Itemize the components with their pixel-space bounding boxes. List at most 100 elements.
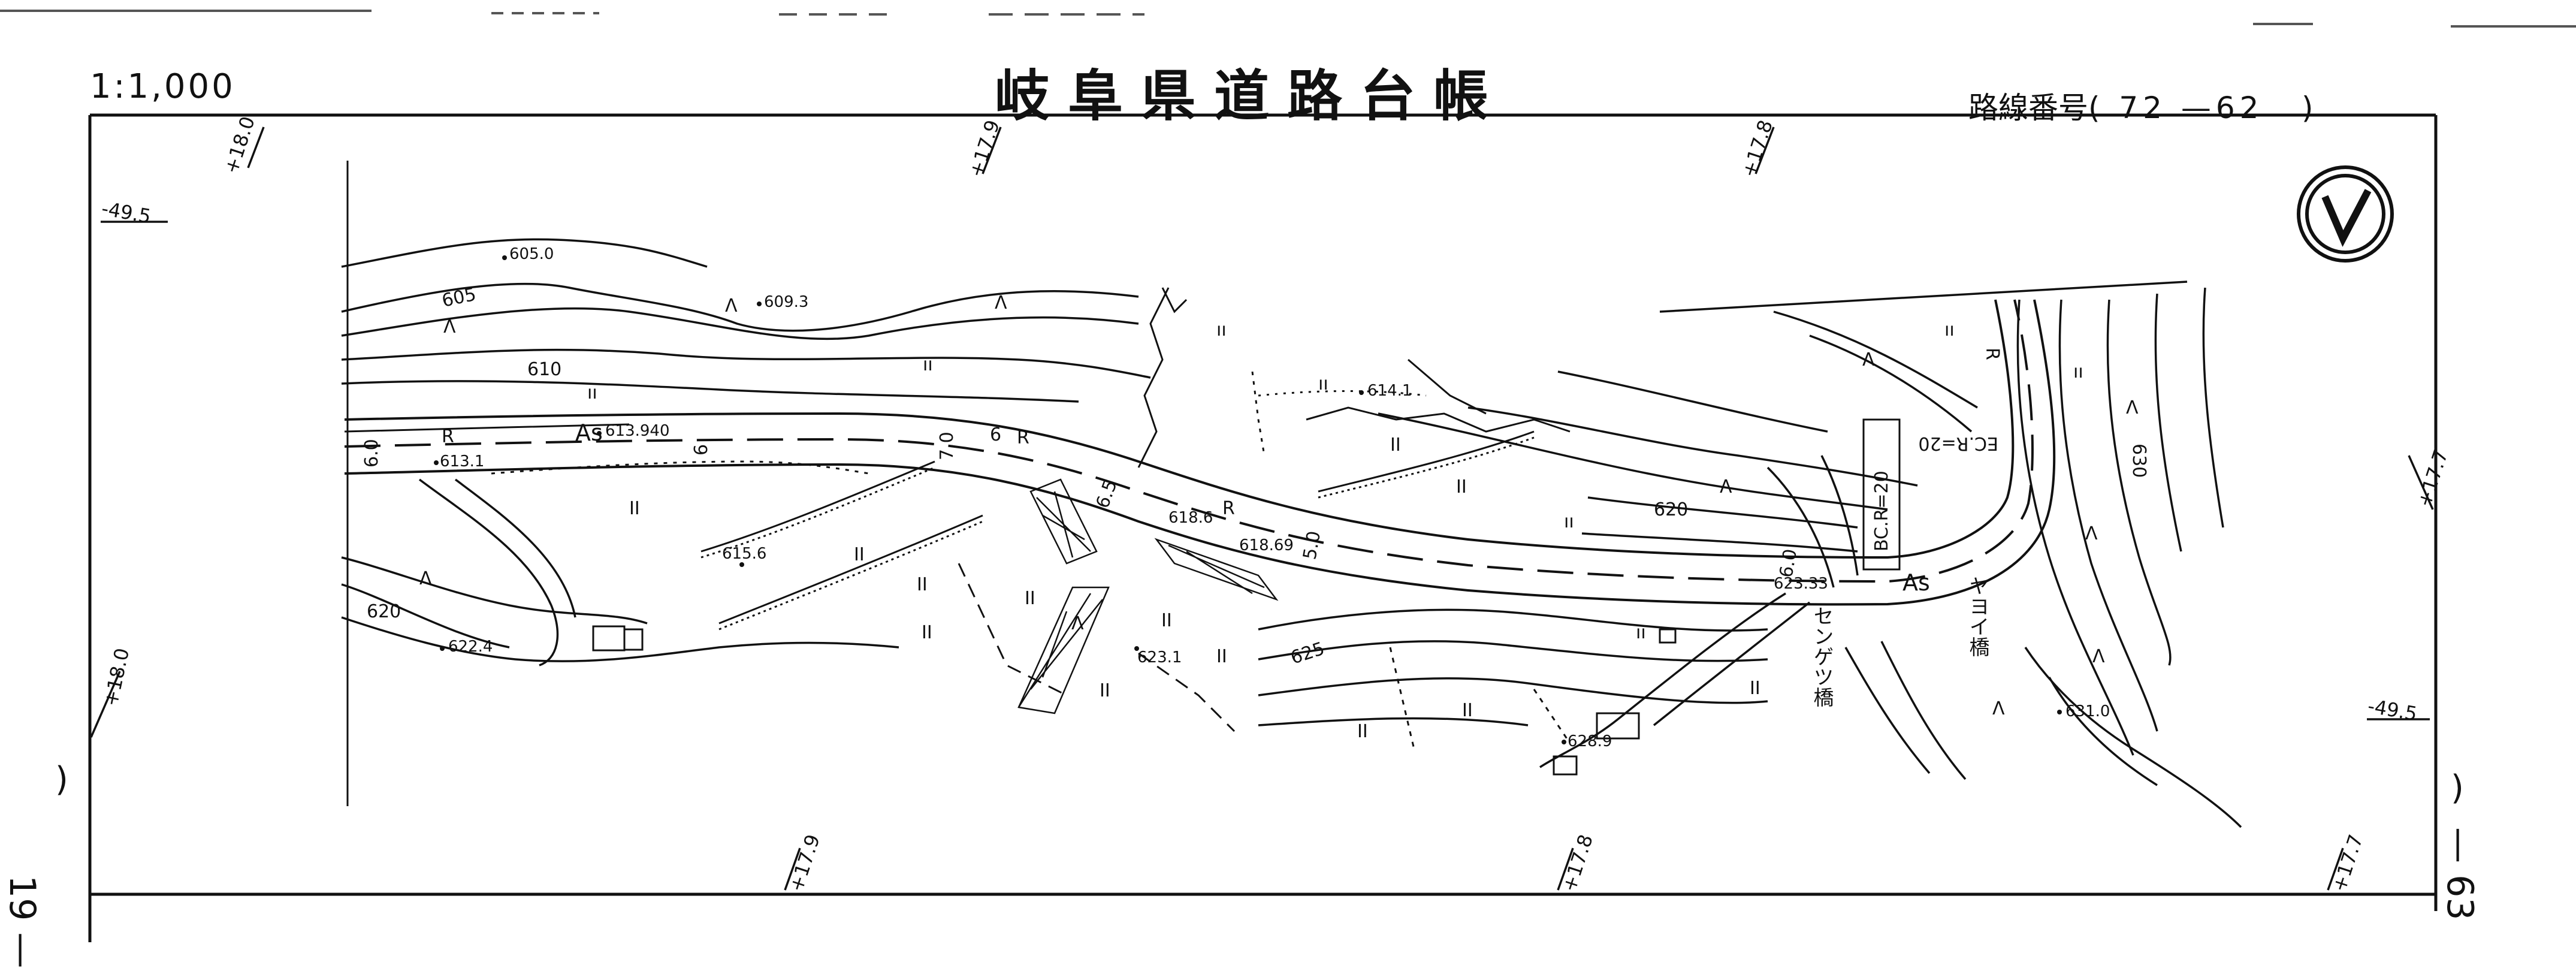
contour-line <box>341 583 510 649</box>
contour-labels: 605 610 620 620 625 630 <box>367 284 2149 669</box>
offset-right-2: -49.5 <box>2366 694 2419 725</box>
forest-symbol: Λ <box>2085 523 2098 544</box>
contour-line <box>1659 281 2188 313</box>
contour-line <box>2024 647 2242 828</box>
adjacent-sheet-right: — 63 <box>2439 827 2481 921</box>
radius-mark: R <box>1222 498 1235 519</box>
sheet-title: 岐阜県道路台帳 <box>995 64 1507 128</box>
grass-symbol: ıı <box>1636 622 1646 643</box>
contour-label: 630 <box>2128 444 2149 478</box>
forest-symbol: Λ <box>443 316 456 337</box>
side-road <box>1539 592 1786 768</box>
forest-symbol: Λ <box>419 568 432 589</box>
road-width-label: 7.0 <box>937 432 958 460</box>
side-road <box>454 478 576 618</box>
field-symbol: II <box>917 574 928 595</box>
spot-height: 631.0 <box>2065 702 2110 720</box>
contour-label: 610 <box>527 359 561 380</box>
offset-left-1: -49.5 <box>100 197 153 228</box>
forest-symbol: Λ <box>725 295 738 316</box>
contour-line <box>1809 334 1973 433</box>
offset-top-3: +17.8 <box>1737 117 1777 180</box>
contour-line <box>1258 677 1768 704</box>
field-symbol: II <box>1357 721 1368 742</box>
offset-bottom-2: +17.8 <box>1557 831 1597 894</box>
forest-symbol: Λ <box>995 292 1007 313</box>
contour-line <box>341 282 1139 332</box>
offset-left-2: +18.0 <box>99 646 134 708</box>
radius-mark: R <box>1017 427 1029 448</box>
contour-line <box>2106 299 2172 666</box>
field-symbol: II <box>1100 680 1110 701</box>
field-symbol: II <box>1161 610 1172 631</box>
contour-line <box>2048 677 2158 786</box>
adjacent-sheet-right-paren: ) <box>2451 768 2464 807</box>
map-scale: 1:1,000 <box>90 67 235 106</box>
side-road <box>418 478 559 667</box>
building <box>1659 628 1677 644</box>
road-width-label: 6.5 <box>1092 477 1122 511</box>
road-edge-north <box>344 299 2015 559</box>
contour-line <box>1880 641 1967 780</box>
spot-height: 613.1 <box>440 453 484 471</box>
curve-label: EC.R=20 <box>1918 433 1998 454</box>
field-symbol: II <box>1390 435 1401 456</box>
stream-lines <box>1137 287 1487 468</box>
curve-callout <box>1862 418 1901 571</box>
bridge-labels: センゲツ橋 ヤヨイ橋 <box>1810 575 1989 707</box>
contour-line <box>1557 370 1828 433</box>
forest-symbol: Λ <box>1862 349 1875 370</box>
forest-symbol: Λ <box>1720 477 1732 497</box>
contour-line <box>1258 717 1529 726</box>
field-symbol: II <box>1025 588 1035 609</box>
contour-line <box>2058 299 2158 732</box>
contour-lines <box>341 238 2242 828</box>
scan-edge-marks <box>0 10 2576 28</box>
contour-line <box>2016 299 2134 756</box>
spot-height: 613.940 <box>605 422 670 440</box>
road-width-label: 6.0 <box>361 439 382 468</box>
contour-line <box>2154 293 2182 552</box>
offset-bottom-1: +17.9 <box>784 831 824 894</box>
offset-bottom-3: +17.7 <box>2327 831 2367 894</box>
contour-label: 605 <box>440 284 478 312</box>
radius-mark: R <box>1982 348 2003 360</box>
building <box>623 628 644 651</box>
radius-mark: R <box>442 426 454 447</box>
grass-symbol: ıı <box>1318 373 1328 394</box>
field-symbol: II <box>922 622 932 643</box>
north-arrow-icon <box>2297 165 2394 263</box>
contour-line <box>341 348 1151 379</box>
contour-line <box>1844 647 1931 774</box>
bridge-name-sengetsu: センゲツ橋 <box>1810 605 1834 707</box>
spot-height: 614.1 <box>1367 382 1412 400</box>
field-symbol: II <box>1456 477 1467 497</box>
building <box>592 625 626 652</box>
grass-symbol: ıı <box>1944 319 1955 340</box>
buildings <box>592 625 1677 776</box>
forest-symbol: Λ <box>2126 397 2139 418</box>
route-number-value: 72 —62 <box>2119 91 2264 125</box>
contour-line <box>1258 608 1768 632</box>
bridge-name-yayoi: ヤヨイ橋 <box>1965 575 1989 657</box>
field-symbol: II <box>629 498 640 519</box>
contour-line <box>341 380 1079 403</box>
spot-height: 615.6 <box>722 545 766 563</box>
contour-line <box>1587 496 1858 529</box>
offset-top-1: +18.0 <box>219 113 259 176</box>
grass-symbol: ıı <box>587 382 597 403</box>
route-number: 路線番号( 72 —62 ) <box>1968 84 2314 127</box>
offset-top-2: +17.9 <box>964 117 1004 180</box>
adjacent-sheet-left: 19 — <box>1 875 43 968</box>
spot-height: 628.9 <box>1568 732 1612 750</box>
offset-ticks <box>90 126 2434 891</box>
road-width-label: 5.0 <box>1299 529 1325 561</box>
contour-label: 620 <box>367 601 401 622</box>
contour-line <box>2202 287 2224 528</box>
field-symbol: II <box>1216 646 1227 667</box>
forest-symbol: Λ <box>1071 613 1084 634</box>
road-width-label: 6 <box>691 444 712 456</box>
land-use-symbols: Λ Λ Λ Λ Λ Λ Λ Λ Λ Λ Λ II II II II II II … <box>419 292 2139 742</box>
contour-line <box>1258 640 1768 662</box>
spot-height: 622.4 <box>448 638 493 656</box>
